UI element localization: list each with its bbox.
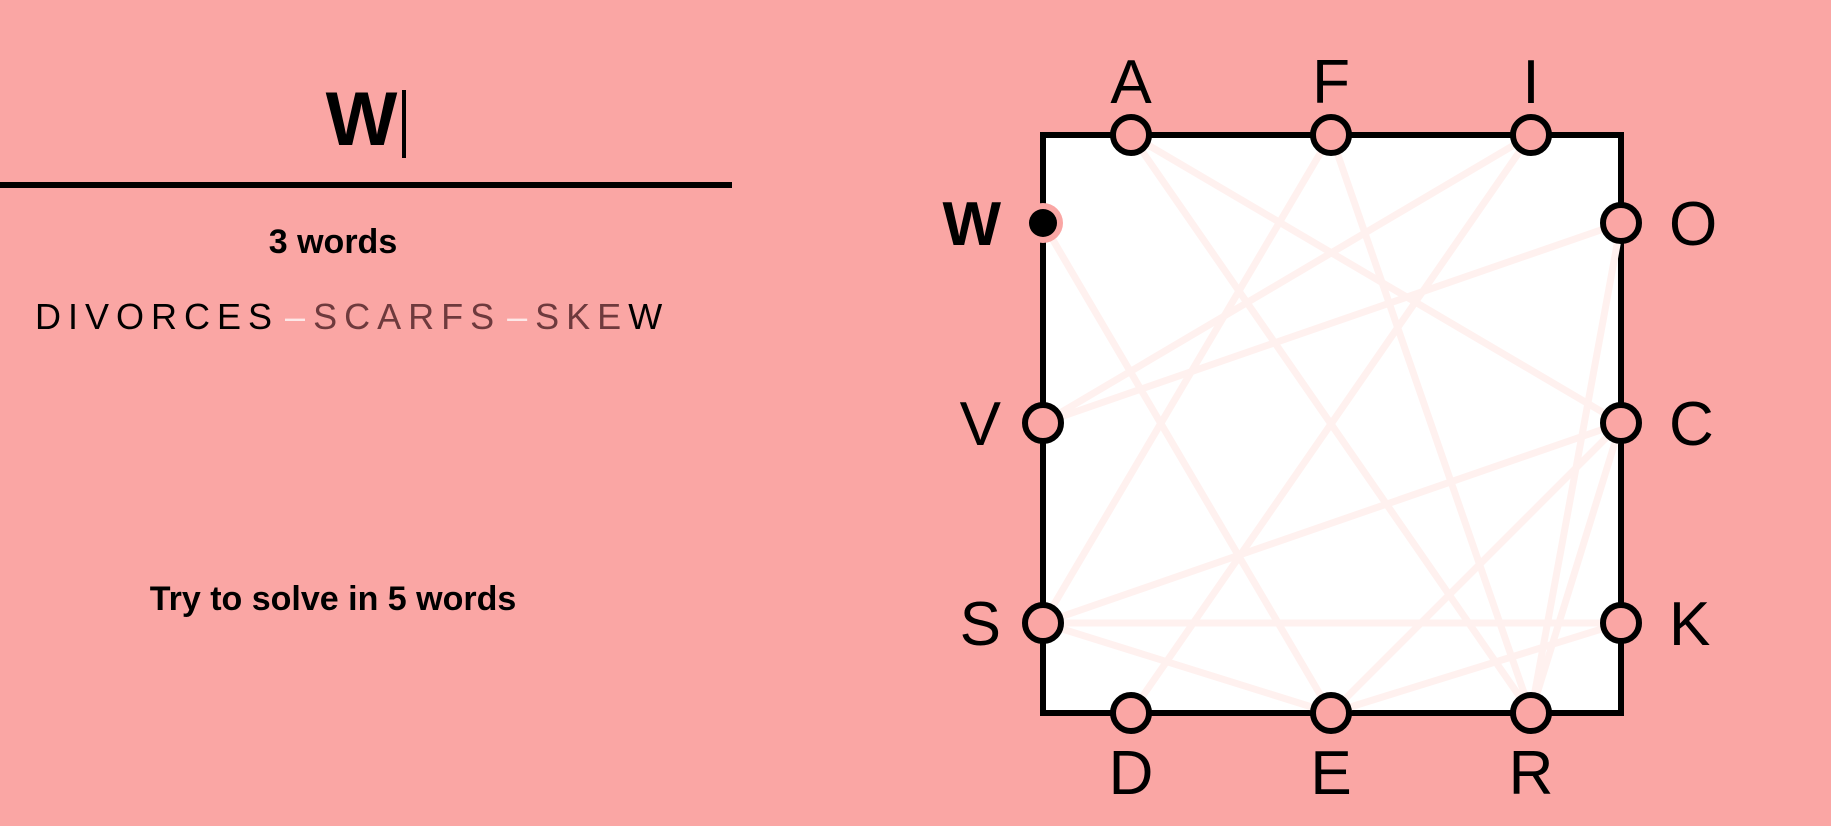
- text-caret: [402, 90, 407, 158]
- letter-label-e[interactable]: E: [1310, 739, 1351, 808]
- used-path-line-s-c: [1039, 419, 1625, 627]
- used-path-line-i-v: [1039, 131, 1535, 427]
- word-separator: –: [285, 296, 308, 337]
- letter-label-f[interactable]: F: [1312, 48, 1350, 117]
- letter-nodes: [1022, 114, 1642, 734]
- found-word-2: SCARFS: [313, 296, 502, 337]
- letter-node-k[interactable]: [1600, 602, 1642, 644]
- letter-board-svg: A F I D E R W V S O C K: [942, 48, 1717, 808]
- letter-node-f[interactable]: [1310, 114, 1352, 156]
- found-word-1: DIVORCES: [35, 296, 280, 337]
- found-word-3: SKEW: [535, 296, 669, 337]
- used-path-line-c-a: [1127, 131, 1625, 427]
- word-separator: –: [507, 296, 530, 337]
- found-word-3-start: SKE: [535, 296, 629, 337]
- letter-node-v[interactable]: [1022, 402, 1064, 444]
- used-path-line-f-s: [1039, 131, 1335, 627]
- word-input-row[interactable]: W: [0, 70, 732, 188]
- used-path-line-r-c: [1527, 419, 1625, 717]
- used-path-line-e-w: [1039, 219, 1335, 717]
- found-word-3-last: W: [628, 296, 670, 337]
- letter-label-r[interactable]: R: [1509, 739, 1554, 808]
- letter-node-c[interactable]: [1600, 402, 1642, 444]
- used-path-line-e-s: [1039, 619, 1335, 717]
- letter-node-i[interactable]: [1510, 114, 1552, 156]
- letter-labels: A F I D E R W V S O C K: [942, 48, 1717, 808]
- letter-label-a[interactable]: A: [1110, 48, 1152, 117]
- used-path-line-c-e: [1327, 419, 1625, 717]
- current-word: W: [325, 77, 399, 162]
- used-path-line-k-e: [1327, 619, 1625, 717]
- used-path-line-a-r: [1127, 131, 1535, 717]
- target-word-count: Try to solve in 5 words: [149, 580, 517, 618]
- letter-board: A F I D E R W V S O C K: [900, 0, 1831, 826]
- letter-label-d[interactable]: D: [1109, 739, 1154, 808]
- letter-label-o[interactable]: O: [1669, 190, 1717, 259]
- letter-node-a[interactable]: [1110, 114, 1152, 156]
- word-count: 3 words: [268, 223, 398, 261]
- used-path-line-r-f: [1327, 131, 1535, 717]
- letter-node-w[interactable]: [1029, 209, 1057, 237]
- letter-label-v[interactable]: V: [960, 390, 1002, 459]
- letter-node-r[interactable]: [1510, 692, 1552, 734]
- used-path-lines-overlay: [1039, 131, 1625, 717]
- letter-node-d[interactable]: [1110, 692, 1152, 734]
- letter-label-w[interactable]: W: [942, 190, 1001, 259]
- letter-label-s[interactable]: S: [960, 590, 1001, 659]
- found-words-list: DIVORCES–SCARFS–SKEW: [35, 296, 669, 338]
- letter-label-c[interactable]: C: [1669, 390, 1714, 459]
- letter-label-i[interactable]: I: [1522, 48, 1539, 117]
- letter-label-k[interactable]: K: [1669, 590, 1710, 659]
- letter-node-o[interactable]: [1600, 202, 1642, 244]
- letter-node-e[interactable]: [1310, 692, 1352, 734]
- left-panel: W 3 words DIVORCES–SCARFS–SKEW Try to so…: [0, 0, 732, 826]
- letter-node-s[interactable]: [1022, 602, 1064, 644]
